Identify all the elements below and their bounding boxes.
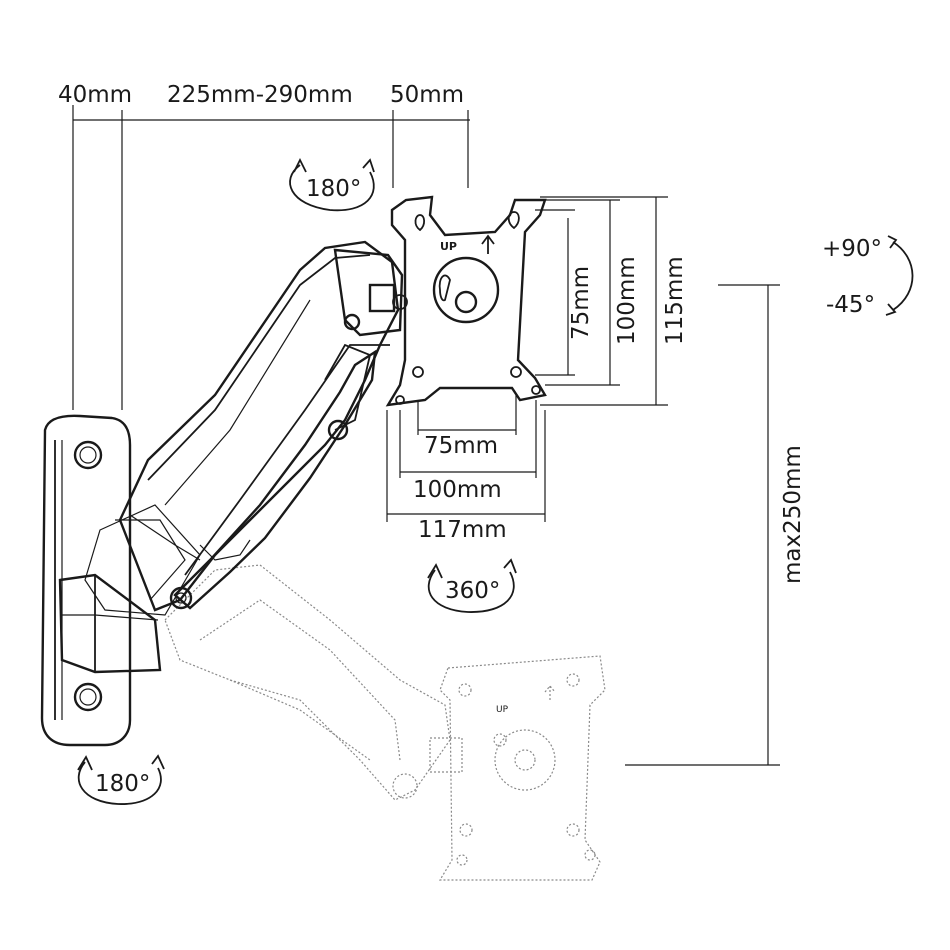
dim-head-offset: 50mm	[390, 82, 464, 108]
head-joint	[333, 248, 408, 337]
dim-vesa-v-large: 100mm	[614, 256, 640, 345]
head-swivel-label: 180°	[306, 176, 361, 202]
tilt-down-label: -45°	[826, 292, 875, 318]
tilt-arrow-icon	[885, 235, 914, 316]
arm-upper	[118, 240, 400, 612]
dim-wall-offset: 40mm	[58, 82, 132, 108]
dim-vesa-h-small: 75mm	[424, 433, 498, 459]
head-swivel-arrow-icon	[289, 157, 375, 212]
dim-plate-height: 115mm	[662, 256, 688, 345]
wall-plate	[40, 414, 132, 747]
ghost-arm	[164, 564, 463, 801]
ghost-vesa-plate	[438, 655, 606, 881]
wall-swivel-arrow-icon	[77, 754, 165, 805]
vesa-horizontal-dims	[386, 395, 546, 522]
height-adjust-dim	[625, 284, 780, 766]
vesa-plate	[385, 195, 547, 407]
wall-swivel-label: 180°	[95, 771, 150, 797]
ghost-up-label: UP	[496, 705, 509, 715]
dim-height-adjust: max250mm	[780, 445, 806, 584]
dim-vesa-v-small: 75mm	[568, 266, 594, 340]
dim-vesa-h-large: 100mm	[413, 477, 502, 503]
vesa-vertical-dims	[535, 196, 668, 406]
gas-spring	[169, 343, 377, 610]
tilt-up-label: +90°	[822, 236, 882, 262]
rotation-label: 360°	[445, 578, 500, 604]
up-label: UP	[440, 240, 457, 253]
rotation-arrow-icon	[427, 558, 517, 613]
dim-plate-width: 117mm	[418, 517, 507, 543]
top-dimension-lines	[72, 105, 470, 410]
dim-arm-length: 225mm-290mm	[167, 82, 353, 108]
